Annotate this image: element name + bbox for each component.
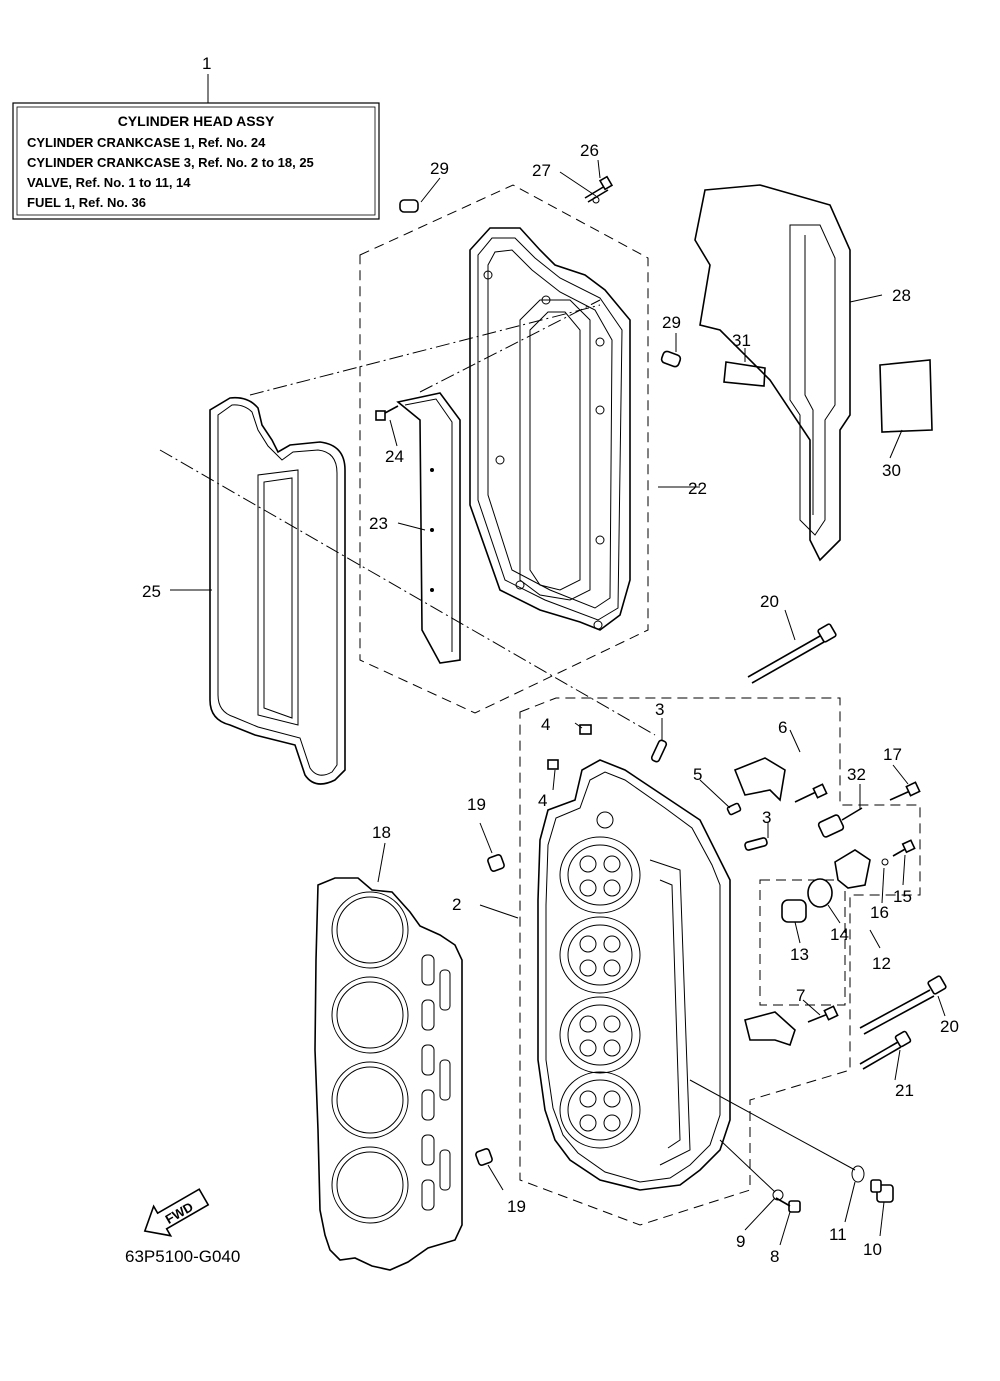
fwd-direction-arrow: FWD xyxy=(143,1188,210,1237)
washer-part-16 xyxy=(881,858,889,866)
plug-part-4 xyxy=(547,724,592,770)
callout-4: 4 xyxy=(538,791,547,810)
callout-3: 3 xyxy=(655,700,664,719)
callout-16: 16 xyxy=(870,903,889,922)
bolt-part-17 xyxy=(889,781,921,801)
callout-17: 17 xyxy=(883,745,902,764)
ref-box-title: CYLINDER HEAD ASSY xyxy=(118,113,275,129)
crankcase-cover-part-22 xyxy=(469,227,631,631)
label-part-30 xyxy=(879,359,933,433)
ref-box-line: FUEL 1, Ref. No. 36 xyxy=(27,195,146,210)
thermostat-cover-part-12 xyxy=(834,849,871,889)
alignment-line xyxy=(249,304,601,396)
washer-part-9 xyxy=(772,1189,784,1201)
callout-22: 22 xyxy=(688,479,707,498)
callout-31: 31 xyxy=(732,331,751,350)
bolt-part-8 xyxy=(775,1197,801,1213)
callout-10: 10 xyxy=(863,1240,882,1259)
plug-part-10 xyxy=(870,1179,894,1203)
callout-18: 18 xyxy=(372,823,391,842)
callout-8: 8 xyxy=(770,1247,779,1266)
cylinder-head-group-outline xyxy=(519,697,921,1226)
callout-24: 24 xyxy=(385,447,404,466)
washer-part-27 xyxy=(592,196,600,204)
head-gasket-part-18 xyxy=(314,877,463,1271)
callout-3: 3 xyxy=(762,808,771,827)
sensor-part-32 xyxy=(817,807,863,838)
callout-labels: 2 3 3 4 4 5 6 7 8 9 10 11 12 13 14 15 16… xyxy=(142,141,959,1266)
callout-27: 27 xyxy=(532,161,551,180)
callout-1: 1 xyxy=(202,54,211,73)
combustion-chamber xyxy=(559,916,641,994)
cover-part-28 xyxy=(694,184,851,562)
callout-13: 13 xyxy=(790,945,809,964)
bolt-part-20 xyxy=(747,623,947,1035)
label-part-31 xyxy=(723,361,766,387)
callout-25: 25 xyxy=(142,582,161,601)
callout-9: 9 xyxy=(736,1232,745,1251)
callout-5: 5 xyxy=(693,765,702,784)
callout-14: 14 xyxy=(830,925,849,944)
dowel-pin-part-19 xyxy=(475,854,505,1166)
callout-19: 19 xyxy=(467,795,486,814)
crankcase-cover-group-outline xyxy=(359,184,649,714)
drawing-code: 63P5100-G040 xyxy=(125,1247,240,1266)
callout-32: 32 xyxy=(847,765,866,784)
gasket-part-13 xyxy=(781,899,807,923)
callout-29: 29 xyxy=(662,313,681,332)
callout-12: 12 xyxy=(872,954,891,973)
combustion-chamber xyxy=(559,996,641,1074)
callout-4: 4 xyxy=(541,715,550,734)
bracket-part-7 xyxy=(744,1005,839,1047)
bracket-part-6 xyxy=(733,757,828,803)
reference-box: 1 CYLINDER HEAD ASSY CYLINDER CRANKCASE … xyxy=(12,54,380,220)
combustion-chamber xyxy=(559,1071,641,1149)
bolt-part-24 xyxy=(375,405,399,421)
callout-23: 23 xyxy=(369,514,388,533)
dowel-part-5 xyxy=(726,802,742,816)
leader-lines xyxy=(170,159,946,1246)
fwd-label: FWD xyxy=(163,1199,196,1227)
callout-20: 20 xyxy=(760,592,779,611)
callout-7: 7 xyxy=(796,986,805,1005)
bolt-part-26 xyxy=(584,175,614,203)
alignment-line xyxy=(419,299,601,393)
alignment-line xyxy=(159,449,656,736)
pin-part-3 xyxy=(650,739,768,851)
combustion-chamber xyxy=(559,836,641,914)
gasket-part-11 xyxy=(851,1165,865,1183)
cylinder-head-part-2 xyxy=(537,759,731,1191)
callout-15: 15 xyxy=(893,887,912,906)
callout-19: 19 xyxy=(507,1197,526,1216)
ref-box-line: CYLINDER CRANKCASE 3, Ref. No. 2 to 18, … xyxy=(27,155,314,170)
callout-20: 20 xyxy=(940,1017,959,1036)
callout-28: 28 xyxy=(892,286,911,305)
callout-2: 2 xyxy=(452,895,461,914)
thermostat-part-14 xyxy=(807,878,833,908)
gasket-part-23 xyxy=(396,392,461,664)
bolt-part-21 xyxy=(859,1030,912,1070)
grommet-part-29 xyxy=(399,199,682,368)
callout-11: 11 xyxy=(829,1225,847,1244)
callout-30: 30 xyxy=(882,461,901,480)
bolt-part-15 xyxy=(892,839,916,857)
callout-6: 6 xyxy=(778,718,787,737)
ref-box-line: CYLINDER CRANKCASE 1, Ref. No. 24 xyxy=(27,135,266,150)
callout-26: 26 xyxy=(580,141,599,160)
ref-box-line: VALVE, Ref. No. 1 to 11, 14 xyxy=(27,175,191,190)
gasket-part-25 xyxy=(209,396,346,785)
callout-21: 21 xyxy=(895,1081,914,1100)
callout-29: 29 xyxy=(430,159,449,178)
